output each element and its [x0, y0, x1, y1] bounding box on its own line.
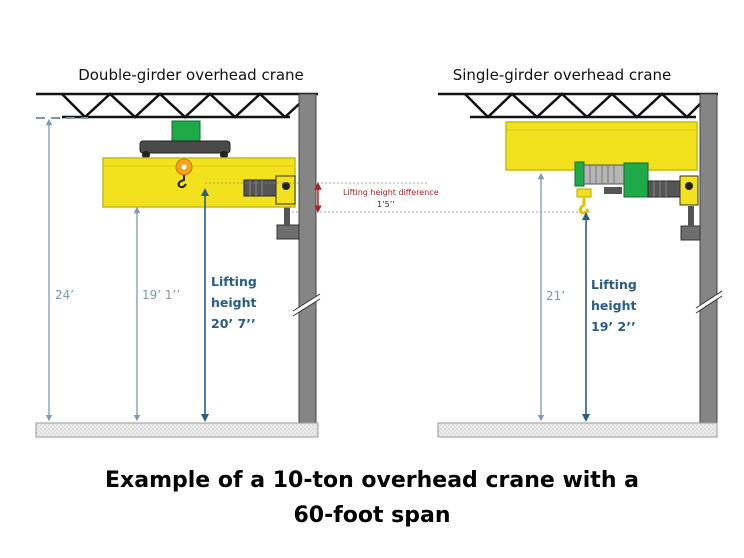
difference-value: 1’5’’: [377, 200, 395, 209]
column-break-right: [694, 291, 724, 312]
runway-beam-left: [276, 224, 300, 240]
lifting-label-left-2: height: [211, 295, 257, 310]
building-column-left: [298, 93, 317, 424]
roof-truss-left: [36, 92, 318, 119]
column-break-left: [291, 294, 322, 315]
lifting-label-right-1: Lifting: [591, 277, 637, 292]
roof-truss-right: [438, 92, 718, 119]
caption-line-2: 60-foot span: [293, 503, 451, 528]
building-column-right: [699, 93, 718, 424]
single-girder-panel: Single-girder overhead crane: [437, 66, 724, 438]
lifting-label-right-2: height: [591, 298, 637, 313]
girder-height-label: 19’ 1’’: [142, 288, 180, 302]
total-height-label-left: 24’: [55, 288, 74, 302]
lifting-value-left: 20’ 7’’: [211, 316, 256, 331]
lifting-value-right: 19’ 2’’: [591, 319, 636, 334]
caption-line-1: Example of a 10-ton overhead crane with …: [105, 468, 639, 493]
runway-beam-right: [680, 225, 701, 241]
floor-right: [437, 422, 718, 438]
hook-left: [175, 158, 193, 189]
double-girder-title: Double-girder overhead crane: [78, 66, 304, 84]
lifting-label-left-1: Lifting: [211, 274, 257, 289]
difference-label: Lifting height difference: [343, 188, 439, 197]
total-height-label-right: 21’: [546, 289, 565, 303]
end-wheel-post-right: [688, 206, 694, 227]
double-girder-panel: Double-girder overhead crane: [35, 66, 322, 438]
single-girder-title: Single-girder overhead crane: [453, 66, 672, 84]
end-truck-motor-right: [647, 175, 699, 206]
end-wheel-post-left: [284, 204, 290, 226]
hoist-right: [574, 161, 649, 215]
bridge-girder-single: [505, 121, 698, 171]
floor-left: [35, 422, 319, 438]
trolley-left: [139, 120, 231, 159]
